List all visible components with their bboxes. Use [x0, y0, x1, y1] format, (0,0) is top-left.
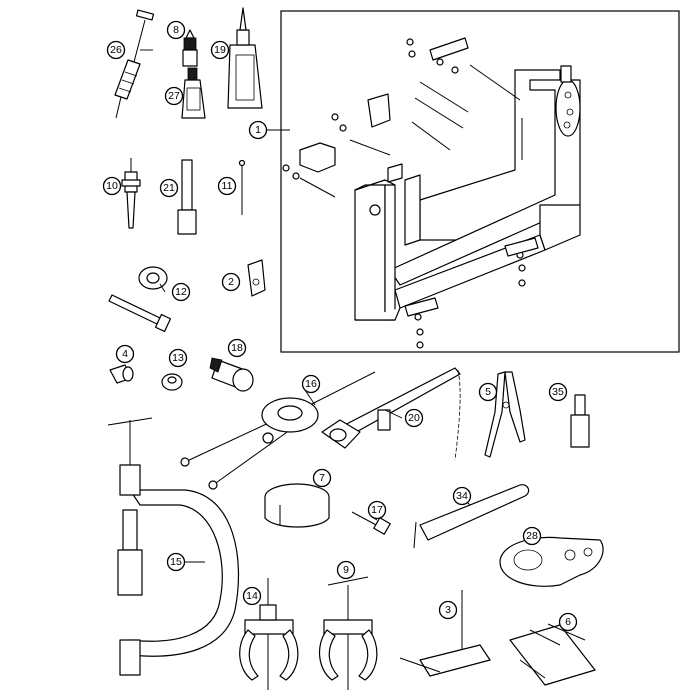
callout-13: 13 [168, 348, 188, 368]
callout-26: 26 [106, 40, 126, 60]
callout-label-8: 8 [173, 24, 179, 36]
leader-lines [140, 49, 531, 563]
callout-3: 3 [438, 600, 458, 620]
callout-20: 20 [404, 408, 424, 428]
special-nut [161, 373, 183, 391]
callout-label-27: 27 [168, 90, 180, 102]
threadlock-bottle [182, 29, 198, 67]
callout-label-9: 9 [343, 564, 349, 576]
callout-10: 10 [102, 176, 122, 196]
callout-label-17: 17 [371, 504, 383, 516]
alignment-pin [238, 159, 246, 215]
callout-5: 5 [478, 382, 498, 402]
callout-6: 6 [558, 612, 578, 632]
small-bracket [247, 259, 266, 297]
callout-8: 8 [166, 20, 186, 40]
callout-2: 2 [221, 272, 241, 292]
callout-19: 19 [210, 40, 230, 60]
callout-label-18: 18 [231, 342, 243, 354]
callout-label-13: 13 [172, 352, 184, 364]
locking-pin [351, 511, 391, 535]
engine-stand [282, 37, 581, 349]
callout-4: 4 [115, 344, 135, 364]
callout-label-3: 3 [445, 604, 451, 616]
callout-label-12: 12 [175, 286, 187, 298]
bearing-press-tool [399, 590, 491, 677]
slide-hammer [121, 158, 141, 229]
callout-label-34: 34 [456, 490, 468, 502]
puller-socket [209, 357, 254, 392]
callout-label-2: 2 [228, 276, 234, 288]
callout-27: 27 [164, 86, 184, 106]
callout-28: 28 [522, 526, 542, 546]
callout-label-21: 21 [163, 182, 175, 194]
callout-label-28: 28 [526, 530, 538, 542]
callout-label-35: 35 [552, 386, 564, 398]
callout-34: 34 [452, 486, 472, 506]
callout-21: 21 [159, 178, 179, 198]
circlip-pliers [484, 371, 526, 458]
callout-label-1: 1 [255, 124, 261, 136]
crankshaft-puller [180, 371, 376, 490]
callout-label-20: 20 [408, 412, 420, 424]
callout-11: 11 [217, 176, 237, 196]
piston-pin-tool [177, 159, 197, 235]
callout-label-14: 14 [246, 590, 258, 602]
callout-label-16: 16 [305, 378, 317, 390]
engine-stand-group-frame [280, 10, 680, 353]
callout-7: 7 [312, 468, 332, 488]
callout-14: 14 [242, 586, 262, 606]
syringe [114, 9, 155, 119]
chain-holding-tool [321, 367, 461, 461]
callout-12: 12 [171, 282, 191, 302]
callout-label-15: 15 [170, 556, 182, 568]
callout-9: 9 [336, 560, 356, 580]
callout-17: 17 [367, 500, 387, 520]
callout-label-5: 5 [485, 386, 491, 398]
sleeve [109, 364, 134, 384]
callout-label-19: 19 [214, 44, 226, 56]
compression-ring [264, 483, 330, 528]
grease-tube [181, 67, 206, 119]
callout-18: 18 [227, 338, 247, 358]
callout-label-7: 7 [319, 472, 325, 484]
callout-label-11: 11 [222, 180, 233, 192]
two-arm-puller-large [319, 576, 378, 690]
callout-label-6: 6 [565, 616, 571, 628]
callout-16: 16 [301, 374, 321, 394]
two-arm-puller-small [239, 578, 299, 690]
callout-1: 1 [248, 120, 268, 140]
mounting-rod [377, 394, 590, 448]
clutch-holder-plate [499, 536, 604, 587]
callout-35: 35 [548, 382, 568, 402]
valve-spring-compressor [107, 417, 240, 676]
callout-15: 15 [166, 552, 186, 572]
callout-label-26: 26 [110, 44, 122, 56]
case-separator [509, 623, 596, 686]
callout-label-10: 10 [106, 180, 118, 192]
hook-wrench [413, 484, 530, 549]
sealant-tube [227, 7, 263, 109]
callout-label-4: 4 [122, 348, 128, 360]
bolt-with-washer [108, 266, 172, 333]
